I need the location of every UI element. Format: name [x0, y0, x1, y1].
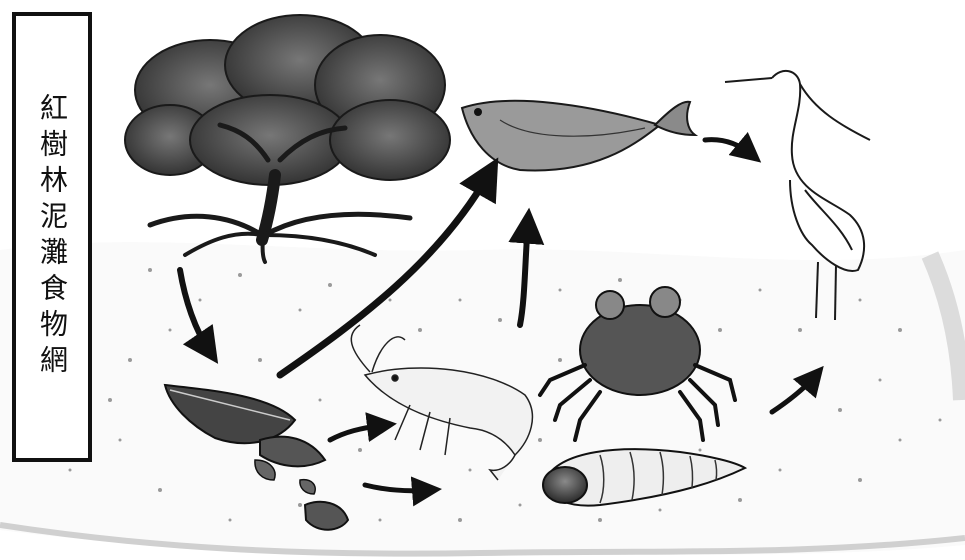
arrow-fish-to-egret [705, 140, 752, 155]
diagram-title: 紅樹林泥灘食物網 [32, 93, 72, 381]
mangrove-tree-icon [125, 15, 450, 262]
title-box: 紅樹林泥灘食物網 [12, 12, 92, 462]
fish-icon [462, 101, 695, 171]
